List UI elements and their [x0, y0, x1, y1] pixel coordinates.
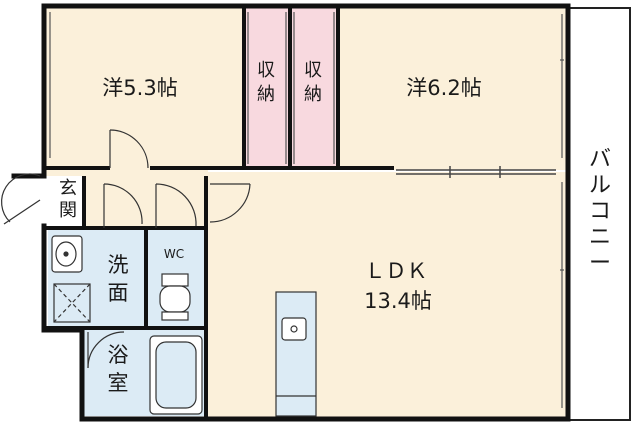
western-room-left	[46, 8, 246, 168]
sliding-partition	[396, 166, 556, 178]
closet-left	[246, 8, 290, 168]
kitchen-counter	[275, 291, 317, 417]
ldk-room	[206, 172, 566, 417]
washroom-label: 洗面	[108, 253, 129, 305]
toilet	[159, 273, 191, 321]
closet-right	[292, 8, 336, 168]
ldk-label: ＬＤＫ	[365, 259, 428, 283]
balcony	[567, 7, 631, 421]
windows	[49, 12, 564, 408]
balcony-label: バルコニー	[589, 147, 611, 276]
bathroom-label: 浴室	[108, 343, 129, 395]
genkan-area	[46, 176, 84, 226]
wash-basin	[51, 235, 83, 273]
closet-left-label: 収納	[257, 60, 275, 105]
washing-machine-pan	[53, 283, 91, 323]
closet-doors	[247, 12, 335, 164]
western-room-right-label: 洋6.2帖	[406, 76, 481, 100]
door-swings	[1, 129, 251, 369]
closet-right-label: 収納	[304, 60, 322, 105]
ldk-size-label: 13.4帖	[364, 289, 432, 313]
wc-label: WC	[164, 247, 184, 261]
western-room-right	[336, 8, 566, 170]
interior-walls	[44, 6, 394, 419]
genkan-label: 玄関	[59, 178, 77, 221]
bathtub	[149, 335, 203, 415]
western-room-left-label: 洋5.3帖	[102, 76, 177, 100]
